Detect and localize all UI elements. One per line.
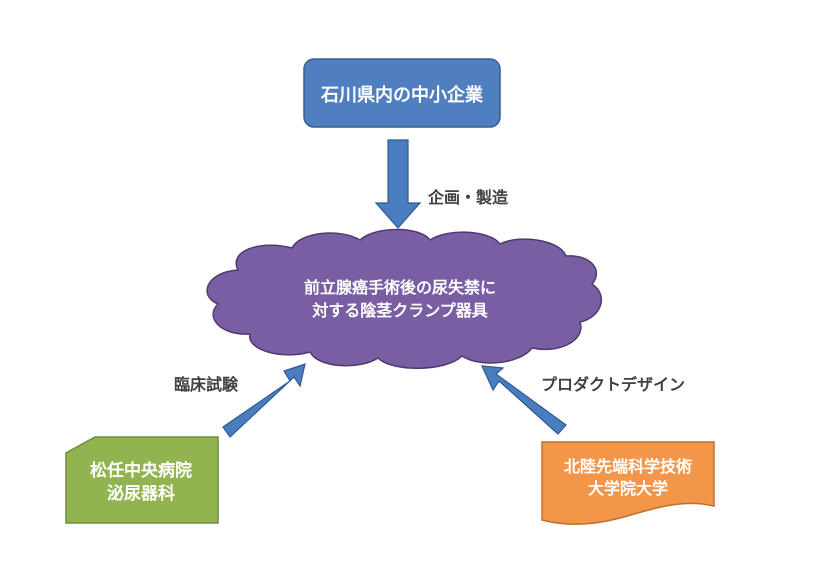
company-node: 石川県内の中小企業: [303, 58, 501, 128]
product-node: 前立腺癌手術後の尿失禁に 対する陰茎クランプ器具: [206, 228, 603, 369]
hospital-label-line1: 松任中央病院: [90, 460, 192, 481]
university-label-line2: 大学院大学: [588, 479, 668, 498]
arrow-up-left-icon: [481, 365, 567, 435]
company-box: [303, 58, 501, 128]
hospital-box: [65, 436, 219, 524]
product-label-line2: 対する陰茎クランプ器具: [311, 301, 488, 320]
product-label-line1: 前立腺癌手術後の尿失禁に: [304, 278, 496, 297]
company-label: 石川県内の中小企業: [320, 84, 484, 106]
university-node: 北陸先端科学技術 大学院大学: [541, 441, 715, 526]
edge-label-product-design: プロダクトデザイン: [541, 375, 685, 394]
cloud-shape: [206, 228, 603, 369]
hospital-label-line2: 泌尿器科: [107, 483, 175, 504]
university-box: [541, 441, 715, 526]
arrow-down-icon: [374, 139, 422, 229]
arrow-up-right-icon: [222, 363, 306, 438]
university-label-line1: 北陸先端科学技術: [564, 457, 692, 476]
edge-label-clinical-trial: 臨床試験: [174, 375, 239, 394]
edge-label-manufacturing: 企画・製造: [427, 188, 509, 207]
hospital-node: 松任中央病院 泌尿器科: [65, 436, 219, 524]
